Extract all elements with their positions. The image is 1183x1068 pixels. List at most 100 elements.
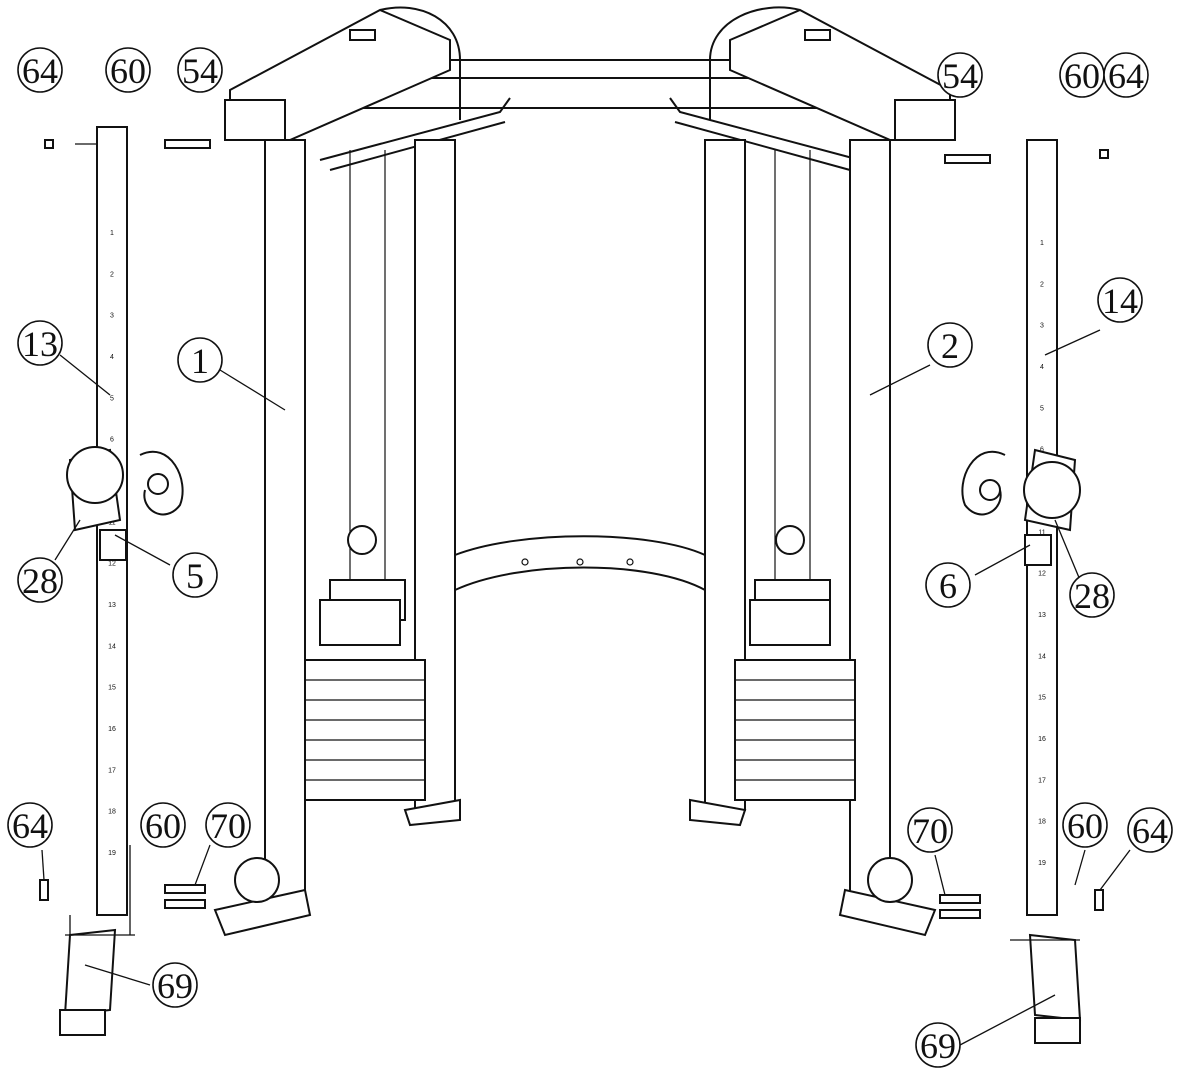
callout-28: 28 (17, 557, 63, 603)
callout-number: 2 (941, 326, 959, 366)
hole-number: 12 (1038, 571, 1046, 578)
hole-number: 13 (108, 602, 116, 609)
callout-number: 70 (210, 806, 246, 846)
hole-number: 14 (1038, 653, 1046, 660)
callout-circle (927, 322, 973, 368)
callout-circle (1127, 807, 1173, 853)
callout-circle (172, 552, 218, 598)
callout-64: 64 (7, 802, 53, 848)
callout-circle (7, 802, 53, 848)
hole-number: 14 (108, 643, 116, 650)
callout-6: 6 (925, 562, 971, 608)
callout-13: 13 (17, 320, 63, 366)
right-adjustable-upright: 1234567111213141516171819 (939, 139, 1109, 1044)
callout-64: 64 (1103, 52, 1149, 98)
callout-60: 60 (140, 802, 186, 848)
callout-60: 60 (1059, 52, 1105, 98)
callout-number: 69 (157, 966, 193, 1006)
callout-number: 64 (1132, 811, 1168, 851)
callout-69: 69 (152, 962, 198, 1008)
main-frame (213, 6, 956, 937)
hole-number: 17 (108, 767, 116, 774)
callout-circle (17, 557, 63, 603)
callout-number: 64 (1108, 56, 1144, 96)
hole-number: 5 (1040, 405, 1044, 412)
callout-number: 54 (182, 51, 218, 91)
hole-number: 2 (1040, 281, 1044, 288)
callout-number: 69 (920, 1026, 956, 1066)
hole-number: 15 (108, 685, 116, 692)
callout-number: 1 (191, 341, 209, 381)
callout-number: 70 (912, 811, 948, 851)
hole-number: 12 (108, 561, 116, 568)
callout-circle (177, 337, 223, 383)
hole-number: 19 (108, 850, 116, 857)
callout-circle (105, 47, 151, 93)
callout-number: 60 (145, 806, 181, 846)
callout-64: 64 (1127, 807, 1173, 853)
leader-lines (41, 329, 1131, 1046)
callout-1: 1 (177, 337, 223, 383)
callout-circle (17, 320, 63, 366)
hole-number: 13 (1038, 612, 1046, 619)
callout-circle (1103, 52, 1149, 98)
callout-number: 60 (110, 51, 146, 91)
callout-circle (1069, 572, 1115, 618)
callout-number: 64 (22, 51, 58, 91)
callout-circle (177, 47, 223, 93)
callout-14: 14 (1097, 277, 1143, 323)
callout-54: 54 (177, 47, 223, 93)
callout-number: 14 (1102, 281, 1138, 321)
hole-number: 1 (1040, 240, 1044, 247)
callout-circle (1097, 277, 1143, 323)
hole-number: 18 (108, 809, 116, 816)
callout-circle (205, 802, 251, 848)
callout-70: 70 (907, 807, 953, 853)
callout-2: 2 (927, 322, 973, 368)
callout-circle (152, 962, 198, 1008)
callout-70: 70 (205, 802, 251, 848)
callout-number: 64 (12, 806, 48, 846)
left-adjustable-upright: 1234567111213141516171819 (39, 126, 211, 1036)
hole-number: 3 (1040, 323, 1044, 330)
callout-28: 28 (1069, 572, 1115, 618)
hole-number: 2 (110, 271, 114, 278)
callout-number: 13 (22, 324, 58, 364)
callout-60: 60 (105, 47, 151, 93)
hole-number: 19 (1038, 860, 1046, 867)
hole-number: 18 (1038, 819, 1046, 826)
callout-number: 6 (939, 566, 957, 606)
hole-number: 16 (1038, 736, 1046, 743)
hole-number: 6 (110, 437, 114, 444)
hole-number: 11 (1038, 529, 1045, 536)
hole-number: 4 (110, 354, 114, 361)
callout-69: 69 (915, 1022, 961, 1068)
hole-number: 4 (1040, 364, 1044, 371)
hole-number: 15 (1038, 695, 1046, 702)
callout-5: 5 (172, 552, 218, 598)
callout-circle (140, 802, 186, 848)
callout-54: 54 (937, 52, 983, 98)
callout-number: 28 (22, 561, 58, 601)
callout-circle (1062, 802, 1108, 848)
callout-number: 5 (186, 556, 204, 596)
callout-number: 28 (1074, 576, 1110, 616)
hole-number: 17 (1038, 777, 1046, 784)
callout-60: 60 (1062, 802, 1108, 848)
hole-number: 1 (110, 230, 114, 237)
callout-circle (937, 52, 983, 98)
hole-number: 5 (110, 395, 114, 402)
callout-circle (925, 562, 971, 608)
callout-64: 64 (17, 47, 63, 93)
callout-number: 60 (1067, 806, 1103, 846)
hole-number: 16 (108, 726, 116, 733)
hole-number: 6 (1040, 447, 1044, 454)
callout-number: 54 (942, 56, 978, 96)
hole-number: 3 (110, 313, 114, 320)
callout-number: 60 (1064, 56, 1100, 96)
callout-circle (907, 807, 953, 853)
callout-circle (915, 1022, 961, 1068)
hole-number: 11 (108, 519, 115, 526)
